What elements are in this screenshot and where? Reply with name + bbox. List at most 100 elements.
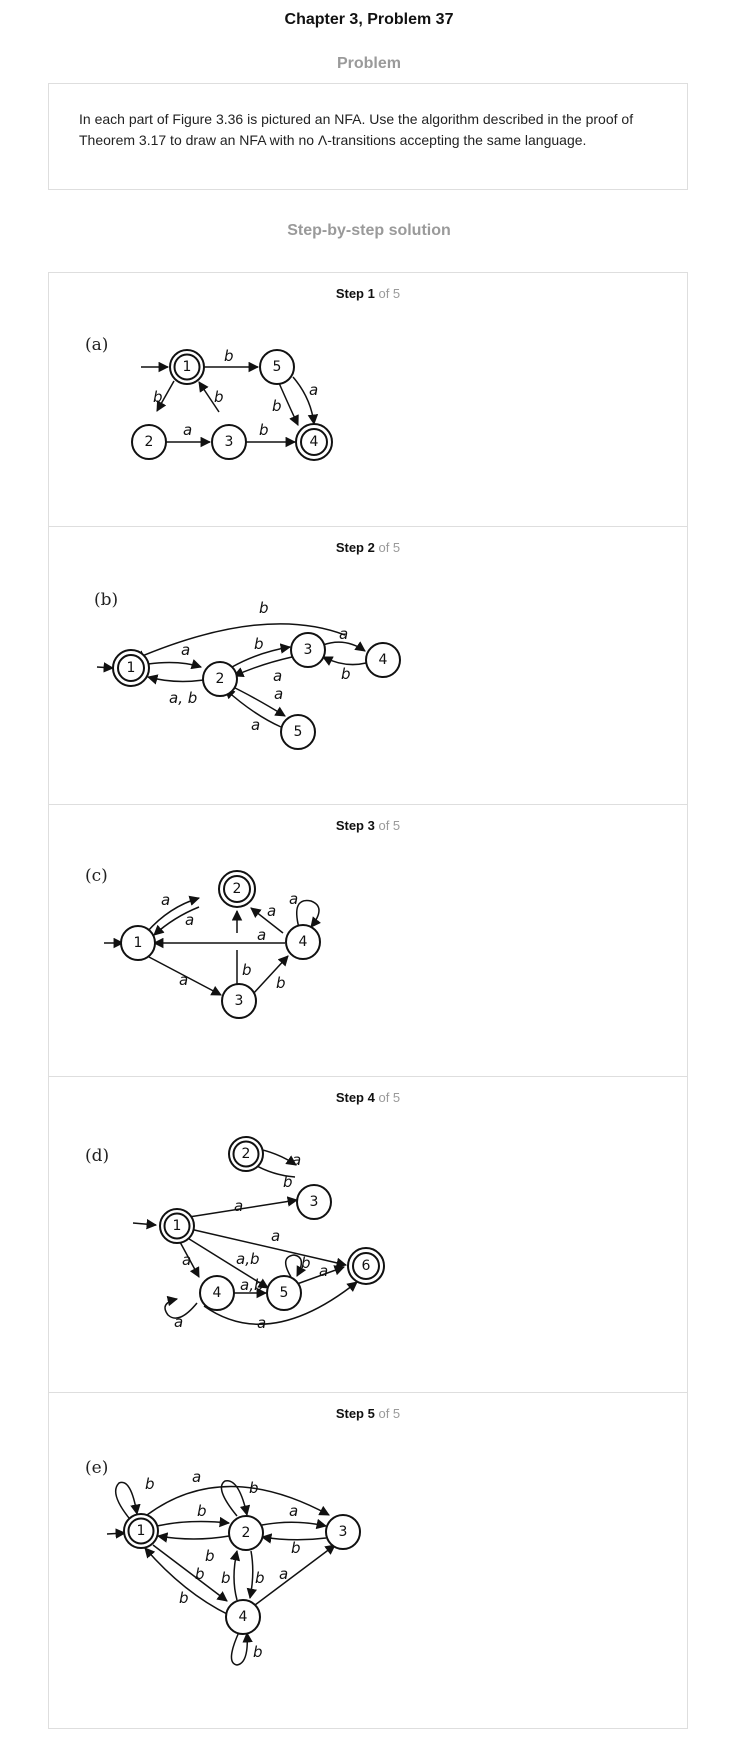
- svg-text:6: 6: [362, 1258, 371, 1274]
- state-4: 4: [225, 1599, 261, 1635]
- edge-3-1: [198, 381, 220, 413]
- edge-2-1: [146, 674, 205, 685]
- problem-heading: Problem: [336, 55, 401, 72]
- label-2-1: a, b: [169, 689, 197, 707]
- page-title: Chapter 3, Problem 37: [284, 11, 454, 28]
- svg-text:1: 1: [127, 660, 136, 676]
- edge-5-6: [296, 1265, 345, 1285]
- step-3: Step 3 of 5 (c) a a a a a b a b 1 2 3: [48, 805, 688, 1077]
- step-5-header: Step 5 of 5: [49, 1406, 687, 1421]
- state-3: 3: [290, 632, 326, 668]
- svg-text:1: 1: [183, 359, 192, 375]
- label-4-1: a: [257, 926, 266, 944]
- state-5: 5: [280, 714, 316, 750]
- label-1-4: b: [195, 1565, 205, 1583]
- label-4-1: b: [259, 599, 269, 617]
- label-4-3: a: [279, 1565, 288, 1583]
- svg-text:5: 5: [273, 359, 282, 375]
- edge-1-3: [148, 956, 222, 996]
- svg-text:1: 1: [134, 935, 143, 951]
- edge-1-6: [189, 1228, 348, 1268]
- label-2-3: a: [292, 1151, 301, 1169]
- state-1: 1: [169, 349, 205, 385]
- label-4-2: b: [221, 1569, 231, 1587]
- label-1-2: a: [161, 891, 170, 909]
- label-2-3: a: [183, 421, 192, 439]
- edge-2-4: [246, 1550, 258, 1600]
- step-2-label: Step 2: [335, 540, 375, 555]
- state-3: 3: [296, 1184, 332, 1220]
- state-1: 1: [123, 1513, 159, 1549]
- label-3-2: a: [273, 667, 282, 685]
- label-3-2: b: [291, 1539, 301, 1557]
- label-loop-4: a: [289, 890, 298, 908]
- figure-e: (e) b a b b b a b b b b b a b 1 2: [85, 1458, 361, 1666]
- label-1-3: a: [179, 971, 188, 989]
- edge-1-4: [179, 1241, 200, 1278]
- label-1-4: a: [182, 1251, 191, 1269]
- label-4-5: b: [272, 397, 282, 415]
- label-4-3: b: [341, 665, 351, 683]
- step-4-of: of 5: [378, 1090, 401, 1105]
- label-3-x: b: [242, 961, 252, 979]
- self-loop-4: [164, 1295, 198, 1319]
- label-2-1: b: [205, 1547, 215, 1565]
- problem-box: In each part of Figure 3.36 is pictured …: [48, 83, 688, 190]
- label-1-2: b: [153, 388, 163, 406]
- edge-4-1: [134, 623, 346, 661]
- part-d-label: (d): [85, 1146, 109, 1166]
- part-a-label: (a): [85, 335, 108, 355]
- problem-text: In each part of Figure 3.36 is pictured …: [79, 111, 634, 148]
- svg-text:5: 5: [280, 1285, 289, 1301]
- self-loop-4: [296, 899, 322, 929]
- label-2-5: a: [274, 685, 283, 703]
- label-4-1: b: [179, 1589, 189, 1607]
- label-4-5: a,b: [240, 1276, 263, 1294]
- state-2: 2: [202, 661, 238, 697]
- svg-text:2: 2: [145, 434, 154, 450]
- svg-text:4: 4: [213, 1285, 222, 1301]
- label-3-4: a: [339, 625, 348, 643]
- step-3-of: of 5: [378, 818, 401, 833]
- state-1: 1: [120, 925, 156, 961]
- state-2: 2: [131, 424, 167, 460]
- label-3-2: b: [283, 1173, 293, 1191]
- label-5-6: a: [319, 1262, 328, 1280]
- label-4-2: a: [267, 902, 276, 920]
- edge-1-2: [146, 895, 201, 933]
- step-4-header: Step 4 of 5: [49, 1090, 687, 1105]
- step-2: Step 2 of 5 (b) b a a, b b a a a a b 1 2: [48, 527, 688, 805]
- part-e-label: (e): [85, 1458, 108, 1478]
- label-3-1: b: [214, 388, 224, 406]
- edge-4-1: [144, 1547, 230, 1616]
- edge-1-4: [152, 1544, 228, 1602]
- svg-text:4: 4: [239, 1609, 248, 1625]
- step-5: Step 5 of 5 (e) b a b b b a b b b b b a …: [48, 1393, 688, 1729]
- svg-text:4: 4: [310, 434, 319, 450]
- edge-2-3: [231, 643, 292, 668]
- state-1: 1: [159, 1208, 195, 1244]
- label-1-3: a: [234, 1197, 243, 1215]
- label-3-4: b: [259, 421, 269, 439]
- self-loop-4: [230, 1631, 253, 1666]
- svg-text:3: 3: [225, 434, 234, 450]
- label-2-3: b: [254, 635, 264, 653]
- state-2: 2: [228, 1136, 264, 1172]
- figure-d: (d) a b a a a,b a a,b b a a a 1 2: [85, 1136, 385, 1332]
- edge-1-3: [146, 1485, 330, 1516]
- edge-1-2: [156, 1516, 231, 1528]
- step-3-header: Step 3 of 5: [49, 818, 687, 833]
- state-6: 6: [347, 1247, 385, 1285]
- svg-text:3: 3: [339, 1524, 348, 1540]
- step-2-header: Step 2 of 5: [49, 540, 687, 555]
- start-arrow: [96, 662, 115, 673]
- step-5-label: Step 5: [335, 1406, 375, 1421]
- edge-4-2: [229, 1549, 241, 1601]
- label-5-4: a: [309, 381, 318, 399]
- svg-text:2: 2: [216, 671, 225, 687]
- state-5: 5: [259, 349, 295, 385]
- figure-c: (c) a a a a a b a b 1 2 3 4: [85, 866, 322, 1019]
- edge-1-3: [188, 1196, 299, 1218]
- edge-3-4: [251, 955, 289, 996]
- state-2: 2: [218, 870, 256, 908]
